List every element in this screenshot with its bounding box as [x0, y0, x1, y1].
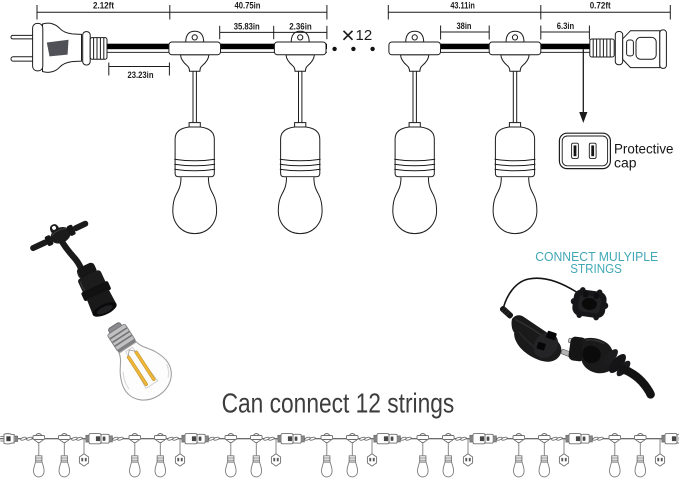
svg-text:CONNECT MULYIPLE: CONNECT MULYIPLE [535, 249, 658, 264]
svg-text:40.75in: 40.75in [235, 0, 261, 10]
svg-text:35.83in: 35.83in [234, 21, 260, 32]
svg-text:0.72ft: 0.72ft [590, 0, 611, 10]
svg-text:Protective: Protective [614, 141, 674, 157]
svg-text:Can connect 12 strings: Can connect 12 strings [222, 388, 455, 419]
svg-text:STRINGS: STRINGS [570, 261, 622, 276]
svg-text:43.11in: 43.11in [450, 0, 475, 10]
svg-text:2.36in: 2.36in [289, 21, 312, 32]
svg-text:2.12ft: 2.12ft [93, 0, 114, 10]
svg-text:6.3in: 6.3in [557, 21, 575, 32]
svg-text:cap: cap [614, 155, 637, 171]
svg-text:12: 12 [356, 27, 373, 44]
svg-text:23.23in: 23.23in [128, 70, 154, 81]
svg-text:38in: 38in [457, 21, 472, 32]
